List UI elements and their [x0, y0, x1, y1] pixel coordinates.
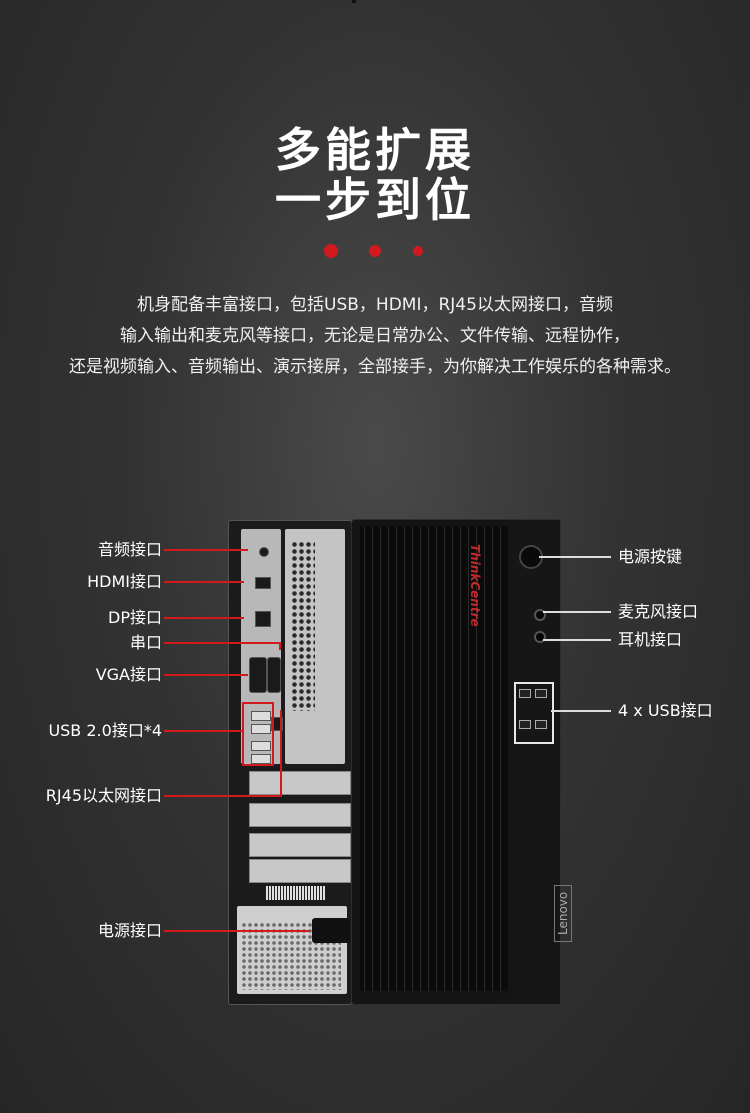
hdmi-port: [255, 577, 271, 589]
dot-3: [413, 246, 423, 256]
label-audio: 音频接口: [97, 540, 162, 559]
highlight-usb-rear: [242, 702, 274, 766]
usb-port-2: [251, 724, 271, 734]
usb-port-3: [251, 741, 271, 751]
label-usb-rear: USB 2.0接口*4: [48, 721, 162, 740]
vga-port: [249, 657, 267, 693]
leader-rj45-h: [164, 795, 282, 797]
leader-headphone: [543, 639, 611, 641]
io-panel: [241, 529, 283, 764]
usb-port-1: [251, 711, 271, 721]
expansion-slot-4: [249, 859, 351, 883]
front-usb-port: [519, 720, 531, 729]
leader-power-rear: [164, 930, 310, 932]
label-hdmi: HDMI接口: [87, 572, 162, 591]
leader-serial-h: [164, 642, 280, 644]
leader-mic: [543, 611, 611, 613]
front-usb-port: [519, 689, 531, 698]
front-usb-group: [514, 682, 554, 744]
expansion-slot-3: [249, 833, 351, 857]
dot-indicator: [0, 243, 750, 259]
label-rj45: RJ45以太网接口: [45, 786, 162, 805]
label-mic: 麦克风接口: [618, 602, 699, 621]
audio-port: [259, 547, 269, 557]
label-front-usb: 4 x USB接口: [618, 701, 713, 720]
vent-panel: [285, 529, 345, 764]
expansion-slot-1: [249, 771, 351, 795]
title-line1: 多能扩展: [275, 123, 475, 177]
label-headphone: 耳机接口: [618, 630, 683, 649]
front-usb-port: [535, 689, 547, 698]
title-line2: 一步到位: [275, 173, 475, 227]
label-dp: DP接口: [108, 608, 162, 627]
usb-port-4: [251, 754, 271, 764]
label-power-rear: 电源接口: [97, 921, 162, 940]
case-rear: [228, 520, 352, 1005]
leader-serial-v: [279, 642, 281, 650]
expansion-slot-2: [249, 803, 351, 827]
headphone-jack: [534, 631, 546, 643]
description-line1: 机身配备丰富接口，包括USB，HDMI，RJ45以太网接口，音频: [137, 295, 613, 315]
dot-2: [369, 245, 381, 257]
barcode-sticker: [265, 886, 325, 900]
thinkcentre-logo: ThinkCentre: [468, 544, 482, 627]
leader-dp: [164, 617, 244, 619]
leader-vga: [164, 674, 248, 676]
top-line: [352, 0, 356, 3]
front-usb-port: [535, 720, 547, 729]
label-power-button: 电源按键: [618, 547, 683, 566]
dot-1: [324, 244, 338, 258]
case-front: ThinkCentre Lenovo: [351, 519, 572, 1005]
lenovo-logo: Lenovo: [554, 884, 572, 942]
leader-rj45-v: [280, 710, 282, 797]
label-vga: VGA接口: [95, 665, 162, 684]
leader-usb-rear: [164, 730, 244, 732]
dp-port: [255, 611, 271, 627]
leader-hdmi: [164, 581, 244, 583]
description-line2: 输入输出和麦克风等接口，无论是日常办公、文件传输、远程协作，: [120, 326, 630, 346]
leader-audio: [164, 549, 248, 551]
leader-front-usb: [551, 710, 611, 712]
vent-mesh: [291, 541, 315, 711]
label-serial: 串口: [129, 633, 162, 652]
description-line3: 还是视频输入、音频输出、演示接屏，全部接手，为你解决工作娱乐的各种需求。: [69, 357, 681, 377]
serial-port: [267, 657, 281, 693]
power-supply: [237, 906, 350, 994]
leader-power-button: [539, 556, 611, 558]
front-grille: [360, 526, 508, 991]
front-panel: [512, 520, 560, 1004]
power-socket: [312, 918, 350, 943]
